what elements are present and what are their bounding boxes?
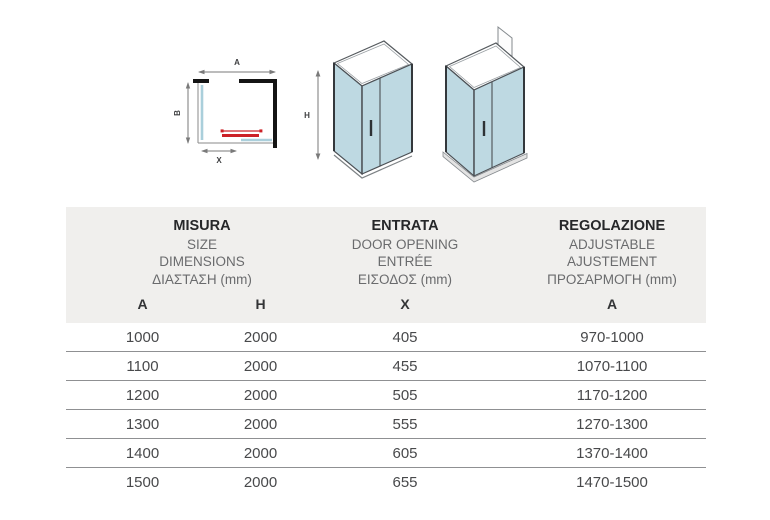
- dimension-x: X: [201, 148, 237, 165]
- dimension-a: A: [198, 58, 276, 75]
- dimension-b: B: [173, 82, 191, 144]
- cell-size-h: 2000: [243, 328, 278, 346]
- iso2-shower-tray: [442, 151, 528, 183]
- cell-opening-x: 405: [392, 328, 418, 346]
- plan-view-diagram: A B X: [173, 58, 277, 165]
- spec-table-body: 1000 2000 405 970-1000 1100 2000 455 107…: [66, 323, 706, 496]
- cell-size-h: 2000: [243, 444, 278, 462]
- cell-size-a: 1300: [125, 415, 160, 433]
- table-row: 1400 2000 605 1370-1400: [66, 438, 706, 467]
- header-door-opening: DOOR OPENING: [351, 236, 459, 252]
- iso1-top-rim-inner: [336, 43, 410, 84]
- cell-size-a: 1000: [125, 328, 160, 346]
- cell-opening-x: 555: [392, 415, 418, 433]
- subheader-row: A H X A: [66, 295, 706, 313]
- header-prosarmogi: ΠΡΟΣΑΡΜΟΓΗ (mm): [547, 271, 677, 287]
- header-entrata: ENTRATA: [371, 218, 439, 234]
- spec-table-header: MISURA SIZE DIMENSIONS ΔΙΑΣΤΑΣΗ (mm) ENT…: [66, 207, 706, 323]
- col-header-a2: A: [606, 296, 618, 312]
- col-header-x: X: [400, 296, 410, 312]
- header-group-entrata: ENTRATA DOOR OPENING ENTRÉE ΕΙΣΟΔΟΣ (mm): [302, 218, 500, 288]
- table-row: 1500 2000 655 1470-1500: [66, 467, 706, 496]
- header-diastasi: ΔΙΑΣΤΑΣΗ (mm): [152, 271, 252, 287]
- iso1-tray: [333, 154, 413, 179]
- header-entree: ENTRÉE: [377, 254, 433, 269]
- header-dimensions: DIMENSIONS: [159, 254, 245, 269]
- header-misura: MISURA: [173, 218, 231, 234]
- table-row: 1100 2000 455 1070-1100: [66, 351, 706, 380]
- cell-size-a: 1500: [125, 473, 160, 491]
- dimension-b-label: B: [173, 110, 182, 116]
- cell-size-a: 1200: [125, 386, 160, 404]
- cell-opening-x: 605: [392, 444, 418, 462]
- header-eisodos: ΕΙΣΟΔΟΣ (mm): [357, 271, 453, 287]
- header-size: SIZE: [186, 236, 217, 252]
- table-row: 1200 2000 505 1170-1200: [66, 380, 706, 409]
- header-adjustable: ADJUSTABLE: [568, 236, 656, 252]
- header-group-regolazione: REGOLAZIONE ADJUSTABLE AJUSTEMENT ΠΡΟΣΑΡ…: [500, 218, 706, 288]
- col-header-h: H: [255, 296, 266, 312]
- spec-table: MISURA SIZE DIMENSIONS ΔΙΑΣΤΑΣΗ (mm) ENT…: [66, 207, 706, 496]
- dimension-h: H: [304, 70, 321, 160]
- cell-adjust-a: 970-1000: [580, 328, 644, 346]
- plan-sliding-door-red: [220, 129, 263, 137]
- dimension-a-label: A: [234, 58, 240, 67]
- header-ajustement: AJUSTEMENT: [566, 254, 657, 269]
- header-group-row: MISURA SIZE DIMENSIONS ΔΙΑΣΤΑΣΗ (mm) ENT…: [66, 218, 706, 288]
- dimension-x-label: X: [216, 156, 222, 165]
- col-header-a: A: [137, 296, 148, 312]
- cell-adjust-a: 1070-1100: [576, 357, 648, 375]
- table-row: 1000 2000 405 970-1000: [66, 323, 706, 351]
- cell-adjust-a: 1470-1500: [576, 473, 648, 491]
- isometric-back-diagram: [442, 25, 528, 183]
- dimension-h-label: H: [304, 111, 310, 120]
- cell-size-h: 2000: [243, 473, 278, 491]
- cell-adjust-a: 1270-1300: [576, 415, 648, 433]
- header-group-misura: MISURA SIZE DIMENSIONS ΔΙΑΣΤΑΣΗ (mm): [66, 218, 302, 288]
- cell-size-a: 1100: [126, 357, 159, 375]
- cell-adjust-a: 1370-1400: [576, 444, 648, 462]
- cell-size-a: 1400: [125, 444, 160, 462]
- iso2-top-rim-inner: [448, 45, 522, 88]
- cell-opening-x: 455: [392, 357, 418, 375]
- header-regolazione: REGOLAZIONE: [558, 218, 666, 234]
- cell-opening-x: 505: [392, 386, 418, 404]
- cell-opening-x: 655: [392, 473, 418, 491]
- isometric-front-diagram: H: [304, 40, 414, 179]
- table-row: 1300 2000 555 1270-1300: [66, 409, 706, 438]
- cell-size-h: 2000: [243, 357, 278, 375]
- cell-size-h: 2000: [243, 415, 278, 433]
- cell-adjust-a: 1170-1200: [576, 386, 648, 404]
- cell-size-h: 2000: [243, 386, 278, 404]
